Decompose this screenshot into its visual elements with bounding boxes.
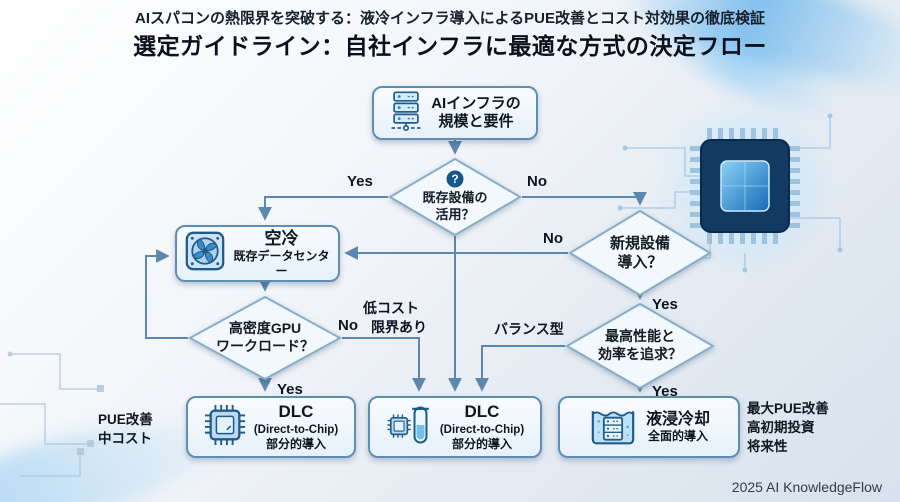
edge-label-balance: バランス型 bbox=[494, 321, 564, 337]
annotation-line: 高初期投資 bbox=[747, 419, 815, 435]
decision-label: 活用？ bbox=[435, 207, 475, 222]
page-title: 選定ガイドライン：自社インフラに最適な方式の決定フロー bbox=[133, 33, 767, 59]
edge-label-no-gpu: No bbox=[338, 317, 358, 334]
svg-text:?: ? bbox=[451, 172, 458, 186]
annotation-line: 中コスト bbox=[98, 430, 152, 446]
annotation-immersion: 最大PUE改善 高初期投資 将来性 bbox=[747, 400, 829, 457]
cpu-chip-decoration bbox=[617, 94, 843, 278]
node-title: DLC bbox=[278, 402, 314, 422]
edge-label-lowcost: 低コスト bbox=[363, 300, 419, 316]
node-dlc-partial-left: DLC (Direct-to-Chip) 部分的導入 bbox=[186, 396, 356, 458]
edge-label-yes-perf: Yes bbox=[652, 383, 678, 400]
node-air-cooling: 空冷 既存データセンター bbox=[175, 225, 340, 282]
decision-label: 新規設備 bbox=[609, 234, 670, 252]
edge-label-limit: 限界あり bbox=[371, 319, 427, 335]
decision-existing-equipment: ? 既存設備の 活用？ bbox=[388, 158, 522, 236]
question-icon: ? bbox=[446, 170, 464, 188]
decision-gpu-workload: 高密度GPU ワークロード？ bbox=[188, 296, 342, 380]
node-title: DLC bbox=[464, 402, 500, 422]
annotation-dlc-left: PUE改善 中コスト bbox=[98, 411, 153, 449]
fan-icon bbox=[185, 231, 225, 276]
decision-label: 最高性能と bbox=[605, 328, 675, 345]
chip-tube-icon bbox=[386, 403, 432, 452]
node-title: 液浸冷却 bbox=[645, 410, 710, 428]
node-detail: 部分的導入 bbox=[265, 437, 326, 452]
node-title: 空冷 bbox=[264, 228, 299, 248]
decision-label: ワークロード？ bbox=[216, 338, 314, 354]
annotation-line: 最大PUE改善 bbox=[747, 401, 829, 416]
edge-label-yes-existing: Yes bbox=[347, 173, 373, 190]
node-label: 規模と要件 bbox=[438, 113, 514, 130]
node-dlc-partial-mid: DLC (Direct-to-Chip) 部分的導入 bbox=[368, 396, 542, 458]
edge-label-yes-gpu: Yes bbox=[277, 381, 303, 398]
edge-label-no-new: No bbox=[543, 230, 563, 247]
page-subtitle: AIスパコンの熱限界を突破する：液冷インフラ導入によるPUE改善とコスト対効果の… bbox=[135, 10, 765, 27]
node-immersion-cooling: 液浸冷却 全面的導入 bbox=[558, 396, 740, 458]
decision-label: 導入？ bbox=[617, 254, 663, 271]
decision-max-performance: 最高性能と 効率を追求？ bbox=[565, 303, 715, 389]
node-ai-infra-requirements: AIインフラの 規模と要件 bbox=[372, 86, 538, 140]
node-detail: 部分的導入 bbox=[451, 437, 512, 452]
circuit-traces-decoration bbox=[0, 351, 104, 477]
decision-label: 既存設備の bbox=[422, 190, 488, 206]
annotation-line: 将来性 bbox=[747, 438, 788, 454]
edge-label-yes-new: Yes bbox=[652, 296, 678, 313]
immersion-tank-icon bbox=[588, 403, 638, 452]
decision-label: 高密度GPU bbox=[228, 320, 302, 337]
node-subtitle: 全面的導入 bbox=[647, 429, 708, 444]
decision-new-equipment: 新規設備 導入？ bbox=[568, 210, 712, 296]
edge-label-no-existing: No bbox=[527, 173, 547, 190]
footer-credit: 2025 AI KnowledgeFlow bbox=[731, 479, 882, 495]
server-icon bbox=[389, 90, 423, 137]
decision-label: 効率を追求？ bbox=[598, 346, 682, 362]
node-subtitle: (Direct-to-Chip) bbox=[439, 424, 525, 437]
node-subtitle: (Direct-to-Chip) bbox=[253, 424, 339, 437]
annotation-line: PUE改善 bbox=[98, 412, 153, 427]
chip-icon bbox=[204, 404, 246, 451]
node-label: AIインフラの bbox=[431, 94, 521, 112]
node-subtitle: 既存データセンター bbox=[233, 249, 330, 278]
